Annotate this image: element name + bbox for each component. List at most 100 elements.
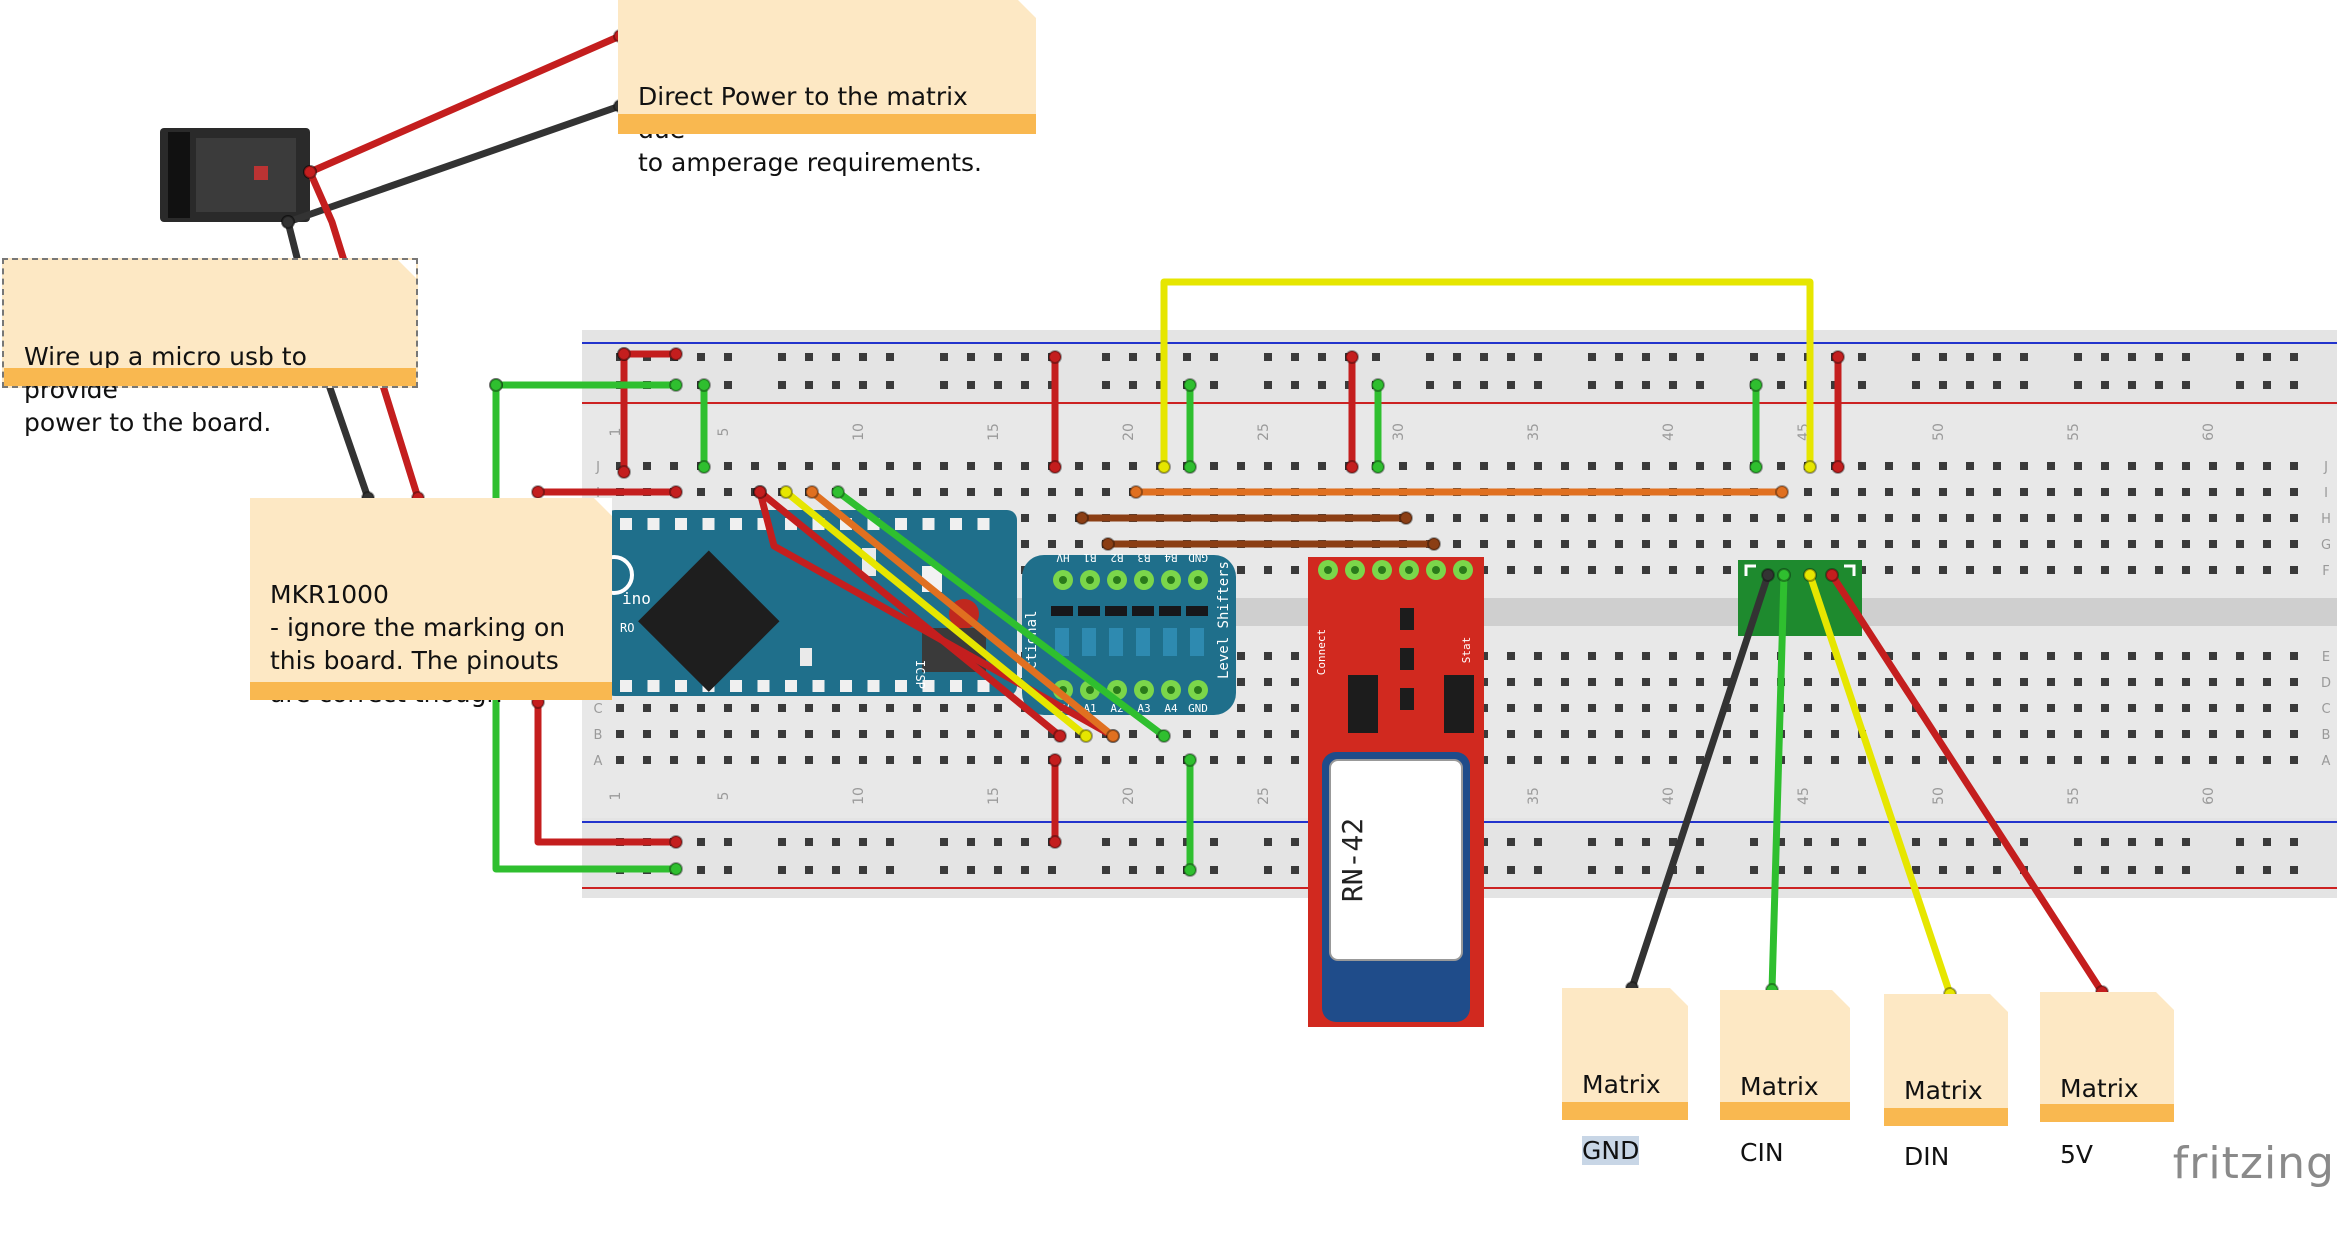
hole <box>616 730 624 738</box>
hole <box>643 704 651 712</box>
rail-hole <box>2182 353 2190 361</box>
hole <box>2047 678 2055 686</box>
level-shifter-pin-label: B4 <box>1164 551 1178 564</box>
rail-hole <box>940 866 948 874</box>
hole <box>1615 462 1623 470</box>
rail-hole <box>1696 381 1704 389</box>
rail-hole <box>1102 353 1110 361</box>
hole <box>2155 488 2163 496</box>
hole <box>1588 462 1596 470</box>
hole <box>2020 540 2028 548</box>
row-letter: D <box>2321 676 2331 691</box>
rail-hole <box>2263 838 2271 846</box>
yellow-wire-signal-end <box>1079 729 1093 743</box>
rail-hole <box>994 381 1002 389</box>
hole <box>994 704 1002 712</box>
hole <box>1210 756 1218 764</box>
hole <box>1831 678 1839 686</box>
hole <box>1966 462 1974 470</box>
mkr1000-pin <box>647 518 660 530</box>
hole <box>670 756 678 764</box>
rail-hole <box>1156 866 1164 874</box>
hole <box>778 730 786 738</box>
rail-hole <box>2155 381 2163 389</box>
hole <box>1858 756 1866 764</box>
rail-hole <box>2020 381 2028 389</box>
hole <box>2020 488 2028 496</box>
hole <box>2020 566 2028 574</box>
column-number: 5 <box>716 792 732 801</box>
rail-hole <box>2128 353 2136 361</box>
mkr1000-pin <box>675 518 687 530</box>
hole <box>697 756 705 764</box>
hole <box>1021 488 1029 496</box>
hole <box>2263 756 2271 764</box>
hole <box>2209 514 2217 522</box>
hole <box>1669 704 1677 712</box>
hole <box>1264 756 1272 764</box>
rail-hole <box>886 838 894 846</box>
rail-hole <box>1318 353 1326 361</box>
hole <box>1453 540 1461 548</box>
hole <box>724 462 732 470</box>
level-shifter-pin-hole <box>1086 686 1094 694</box>
hole <box>805 704 813 712</box>
hole <box>751 756 759 764</box>
rail-hole <box>1102 381 1110 389</box>
rail-hole <box>1750 353 1758 361</box>
hole <box>1750 652 1758 660</box>
rail-hole <box>697 353 705 361</box>
hole <box>2182 514 2190 522</box>
hole <box>1993 488 2001 496</box>
rail-hole <box>1777 838 1785 846</box>
hole <box>2020 462 2028 470</box>
hole <box>1804 652 1812 660</box>
row-letter: G <box>2321 538 2331 553</box>
mkr1000-pin <box>702 518 715 530</box>
rail-hole <box>1831 866 1839 874</box>
hole <box>724 756 732 764</box>
rail-hole <box>2263 353 2271 361</box>
hole <box>1939 488 1947 496</box>
level-shifter-pin-label: B3 <box>1137 551 1150 564</box>
hole <box>1696 540 1704 548</box>
level-shifter-pin-hole <box>1113 576 1121 584</box>
rail-hole <box>1453 353 1461 361</box>
mkr1000-pin <box>620 680 632 692</box>
rail-hole <box>2155 838 2163 846</box>
hole <box>1993 730 2001 738</box>
rail-hole <box>1777 353 1785 361</box>
hole <box>2290 756 2298 764</box>
hole <box>751 462 759 470</box>
rn42-pin-hole <box>1378 566 1386 574</box>
mkr1000-pin <box>867 680 880 692</box>
hole <box>1291 678 1299 686</box>
column-number: 50 <box>1931 423 1947 441</box>
hole <box>1291 462 1299 470</box>
hole <box>1669 730 1677 738</box>
hole <box>2101 652 2109 660</box>
level-shifter-part <box>1190 628 1204 656</box>
hole <box>1075 488 1083 496</box>
hole <box>724 730 732 738</box>
level-shifter-pin-label: GND <box>1188 551 1208 564</box>
rail-hole <box>2101 381 2109 389</box>
row-letter: B <box>594 728 603 743</box>
level-shifter-part <box>1105 606 1127 616</box>
dc-barrel-jack <box>160 128 310 222</box>
hole <box>2128 566 2136 574</box>
hole <box>1426 514 1434 522</box>
hole <box>1075 540 1083 548</box>
yellow-wire-matrix-din-end <box>1803 568 1817 582</box>
rail-hole <box>832 353 840 361</box>
hole <box>1237 462 1245 470</box>
level-shifter-part <box>1132 606 1154 616</box>
hole <box>1642 704 1650 712</box>
hole <box>2047 566 2055 574</box>
rail-hole <box>1777 381 1785 389</box>
hole <box>616 462 624 470</box>
hole <box>994 488 1002 496</box>
rail-hole <box>2155 866 2163 874</box>
hole <box>1021 756 1029 764</box>
